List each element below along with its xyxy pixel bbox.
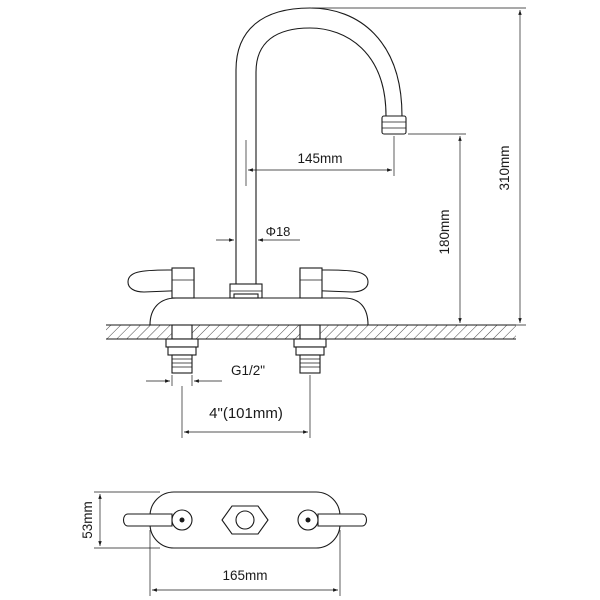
spout-diameter-label: Φ18 bbox=[266, 224, 291, 239]
dim-thread: G1/2" bbox=[146, 363, 265, 386]
right-shank bbox=[293, 324, 327, 374]
front-view: 145mm Φ18 180mm 310mm G1/2" bbox=[106, 7, 526, 438]
dim-spout-diameter: Φ18 bbox=[216, 224, 300, 242]
spout bbox=[229, 7, 407, 299]
top-view: 53mm 165mm bbox=[80, 491, 368, 596]
left-handle bbox=[127, 267, 195, 299]
base-depth-label: 53mm bbox=[80, 501, 95, 539]
dim-base-width: 165mm bbox=[149, 530, 341, 596]
faucet-base bbox=[149, 297, 369, 326]
dim-spout-reach: 145mm bbox=[245, 136, 395, 186]
dim-center-spacing: 4"(101mm) bbox=[181, 375, 311, 438]
spout-reach-label: 145mm bbox=[297, 151, 342, 166]
thread-label: G1/2" bbox=[231, 363, 265, 378]
left-shank bbox=[165, 324, 199, 374]
base-width-label: 165mm bbox=[222, 568, 267, 583]
dim-base-depth: 53mm bbox=[80, 491, 160, 549]
dim-total-height: 310mm bbox=[312, 7, 526, 326]
dim-spout-height: 180mm bbox=[372, 133, 466, 326]
spout-height-label: 180mm bbox=[437, 209, 452, 254]
total-height-label: 310mm bbox=[497, 145, 512, 190]
center-spacing-label: 4"(101mm) bbox=[209, 405, 283, 422]
right-handle bbox=[299, 267, 369, 299]
